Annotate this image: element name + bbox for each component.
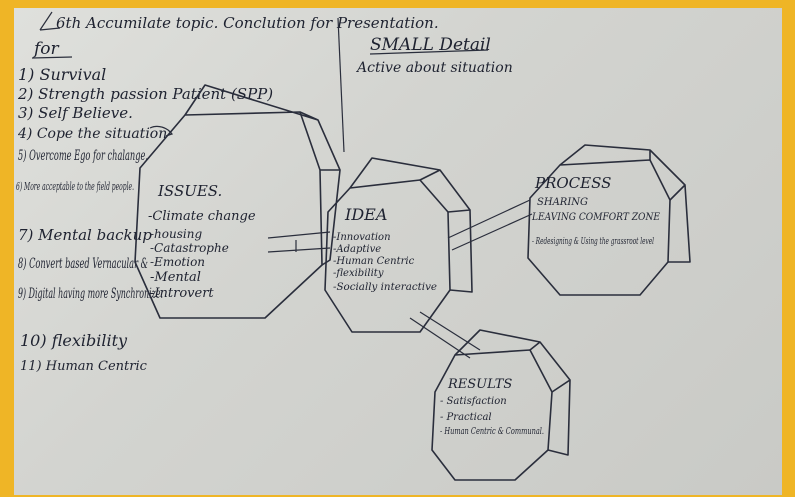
idea-item: -Human Centric [333, 256, 415, 267]
list-item: 11) Human Centric [20, 359, 148, 374]
results-item: - Satisfaction [440, 396, 507, 407]
process-box: PROCESS SHARING LEAVING COMFORT ZONE - R… [527, 144, 691, 296]
process-front-face [527, 159, 671, 296]
results-item: - Human Centric & Communal. [440, 427, 544, 437]
idea-item: -flexibility [333, 268, 384, 279]
results-title: RESULTS [447, 377, 512, 392]
issues-item: -Emotion [150, 255, 205, 269]
header-title: 6th Accumilate topic. Conclution for Pre… [56, 14, 439, 32]
header-arrow-mark [39, 11, 61, 31]
idea-item: -Innovation [333, 232, 391, 243]
list-heading: for [32, 39, 60, 59]
idea-box: IDEA -Innovation -Adaptive -Human Centri… [324, 157, 473, 333]
small-detail-underline [369, 49, 489, 55]
idea-front-face [324, 179, 451, 333]
issues-side-face [184, 84, 341, 266]
list-item: 3) Self Believe. [18, 104, 133, 122]
idea-item: -Adaptive [333, 244, 381, 255]
idea-item: -Socially interactive [333, 282, 437, 293]
header-divider [337, 17, 345, 153]
process-item: LEAVING COMFORT ZONE [531, 212, 661, 223]
list-item: 7) Mental backup [18, 226, 152, 244]
list-item: 4) Cope the situation [17, 126, 167, 142]
process-item: - Redesigning & Using the grassroot leve… [532, 237, 654, 247]
issues-title: ISSUES. [157, 182, 222, 200]
list-item: 1) Survival [18, 65, 106, 84]
connector-idea-results [409, 311, 481, 359]
list-heading-underline [31, 56, 73, 59]
results-side-face [454, 329, 571, 456]
connector-issues-idea [267, 231, 331, 253]
issues-item: -Mental [150, 270, 201, 285]
idea-side-face [349, 157, 473, 293]
list-item: 8) Convert based Vernacular & [18, 256, 148, 272]
list-item: 10) flexibility [20, 331, 128, 350]
list-item: 2) Strength passion Patient (SPP) [17, 85, 273, 103]
process-side-face [559, 144, 691, 263]
process-item: SHARING [537, 197, 588, 208]
results-front-face [431, 349, 553, 481]
issues-item: -Catastrophe [150, 241, 229, 255]
issues-item: -housing [150, 227, 202, 241]
connector-idea-process [447, 199, 533, 251]
issues-item: -Introvert [150, 286, 214, 301]
list: 1) Survival 2) Strength passion Patient … [16, 65, 273, 374]
small-detail-heading: SMALL Detail [370, 35, 491, 55]
list-item: 5) Overcome Ego for chalange. [18, 148, 148, 164]
list-item: 6) More acceptable to the field people. [16, 180, 134, 193]
issues-box: ISSUES. -Climate change -housing -Catast… [134, 84, 341, 319]
paper-sheet [14, 8, 782, 495]
issues-item: -Climate change [148, 209, 256, 224]
small-detail-sub: Active about situation [355, 60, 513, 76]
cope-arrow-mark [149, 125, 174, 137]
list-item: 9) Digital having more Synchronize. [18, 286, 163, 302]
results-box: RESULTS - Satisfaction - Practical - Hum… [431, 329, 571, 481]
process-title: PROCESS [534, 174, 611, 192]
issues-front-face [134, 111, 323, 319]
results-item: - Practical [440, 412, 492, 423]
idea-title: IDEA [344, 205, 387, 224]
